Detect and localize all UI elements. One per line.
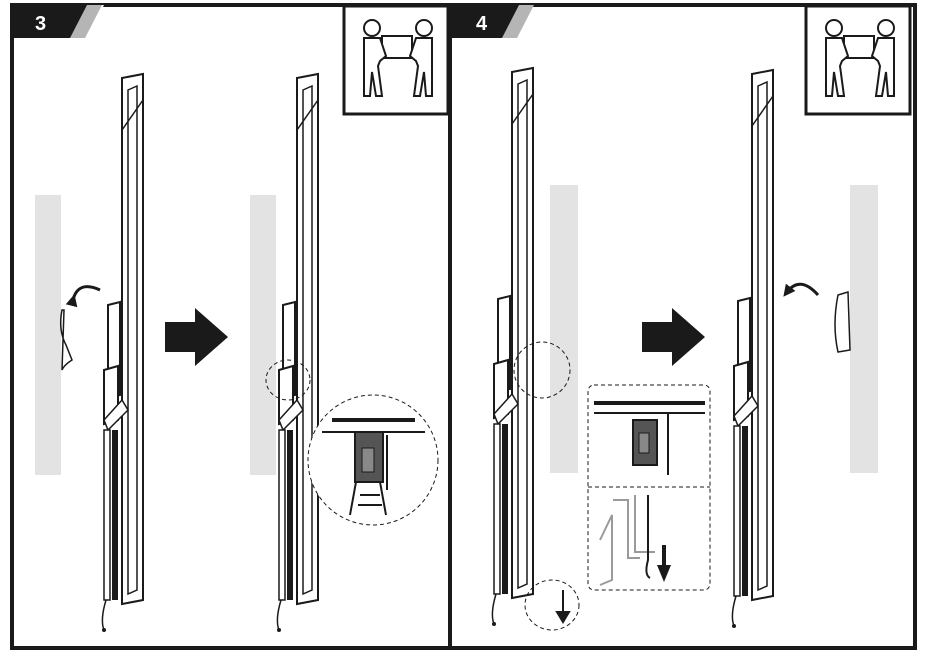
arrow-right-icon — [642, 308, 705, 366]
detail-callout — [524, 579, 580, 631]
arrow-down-icon — [657, 545, 671, 582]
two-person-lift-icon — [342, 4, 450, 116]
step-4-header: 4 — [452, 5, 534, 38]
wall — [850, 185, 878, 473]
outer-frame — [10, 3, 917, 650]
arrow-down-icon — [555, 590, 571, 624]
step-number: 3 — [35, 13, 46, 35]
step-3-panel: 3 — [12, 4, 450, 633]
step-number: 4 — [476, 13, 488, 35]
arrow-right-icon — [165, 308, 228, 366]
step-4-panel: 4 — [452, 4, 912, 631]
curved-arrow-icon — [783, 282, 820, 297]
wall — [550, 185, 578, 473]
zoom-detail-box — [587, 384, 711, 591]
step-3-header: 3 — [12, 5, 104, 38]
curved-arrow-icon — [65, 285, 101, 308]
wall — [250, 195, 276, 475]
wall — [35, 195, 61, 475]
two-person-lift-icon — [804, 4, 912, 116]
detail-callout — [265, 359, 311, 401]
detail-callout — [513, 341, 571, 399]
wall-plate — [834, 291, 851, 353]
wall-plate — [59, 309, 73, 371]
zoom-detail-circle — [307, 394, 439, 526]
